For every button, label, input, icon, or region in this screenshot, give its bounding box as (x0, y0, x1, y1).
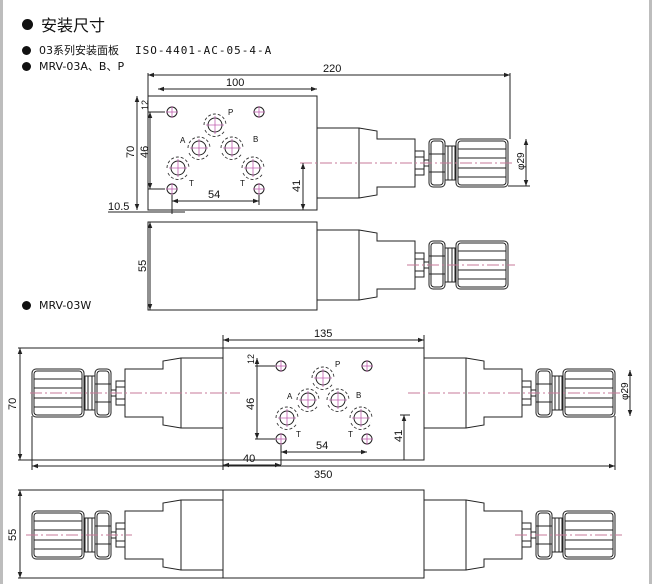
dim-offset-top: 12 (140, 100, 150, 110)
model-double-label: MRV-03W (39, 299, 92, 312)
dim-offset-left: 10.5 (108, 201, 129, 213)
mount-hole (274, 359, 288, 373)
port-t-right (349, 406, 373, 430)
dim-center-height: 41 (291, 180, 303, 192)
port-p-label: P (228, 108, 233, 117)
dim-hole-spacing-v: 46 (245, 398, 257, 410)
port-t-label: T (296, 430, 301, 439)
dim-height: 70 (7, 398, 19, 410)
dim-plate-width: 100 (226, 77, 244, 89)
model-double-line: MRV-03W (22, 299, 91, 312)
dim-knob-diameter: φ29 (620, 382, 631, 400)
port-p-label: P (335, 360, 340, 369)
single-valve-top-view: P A B T T 220 100 70 46 12 54 10.5 41 (108, 63, 530, 214)
port-a-label: A (180, 136, 186, 145)
port-p (203, 113, 227, 137)
dim-hole-spacing-v: 46 (139, 146, 151, 158)
subplate-label: 03系列安装面板 (39, 44, 119, 57)
port-t-label: T (189, 179, 194, 188)
subplate-standard: ISO-4401-AC-05-4-A (135, 43, 273, 57)
mount-hole (165, 105, 179, 119)
port-b-label: B (356, 391, 361, 400)
bullet-icon (22, 61, 31, 71)
bullet-icon (22, 18, 33, 30)
dim-side-height: 55 (137, 260, 149, 272)
dim-offset-left: 40 (243, 453, 255, 465)
subplate-side (147, 221, 318, 311)
mount-hole (252, 182, 266, 196)
port-t-label: T (240, 179, 245, 188)
subplate-line: 03系列安装面板 ISO-4401-AC-05-4-A (22, 42, 272, 58)
port-b-label: B (253, 135, 258, 144)
dim-center-height: 41 (393, 430, 405, 442)
bullet-icon (22, 45, 31, 55)
left-border (0, 0, 3, 584)
port-p (311, 366, 335, 390)
port-a (187, 136, 211, 160)
dim-hole-spacing-h: 54 (208, 189, 220, 201)
bullet-icon (22, 301, 31, 310)
dim-side-height: 55 (7, 529, 19, 541)
right-border (649, 0, 652, 584)
model-single-label: MRV-03A、B、P (39, 60, 125, 73)
port-t-left (275, 406, 299, 430)
dim-offset-top: 12 (246, 354, 256, 364)
dim-hole-spacing-h: 54 (316, 440, 328, 452)
dim-knob-diameter: φ29 (516, 152, 527, 170)
port-a (296, 388, 320, 412)
dim-plate-width: 135 (314, 328, 332, 340)
mount-hole (274, 432, 288, 446)
mount-hole (360, 432, 374, 446)
single-valve-side-view: 55 (137, 221, 515, 311)
mount-hole (252, 105, 266, 119)
subplate-side (222, 489, 425, 579)
section-title: 安装尺寸 (22, 12, 105, 36)
dim-overall-length: 220 (323, 63, 341, 75)
dim-overall-length: 350 (314, 469, 332, 481)
port-a-label: A (287, 392, 293, 401)
double-valve-top-view: P A B T T 135 70 46 12 54 40 41 (7, 328, 633, 481)
mount-hole (360, 359, 374, 373)
dim-height: 70 (125, 146, 137, 158)
port-t-left (166, 156, 190, 180)
double-valve-side-view: 55 (7, 489, 622, 579)
port-b (220, 136, 244, 160)
model-single-line: MRV-03A、B、P (22, 58, 124, 74)
port-t-label: T (348, 430, 353, 439)
section-title-text: 安装尺寸 (41, 16, 106, 35)
port-t-right (241, 156, 265, 180)
mount-hole (165, 182, 179, 196)
port-b (326, 388, 350, 412)
